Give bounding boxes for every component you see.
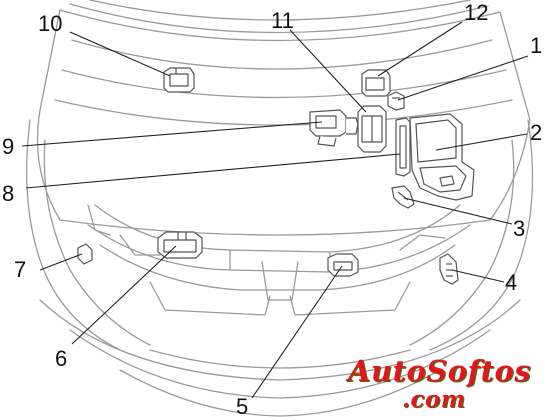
hood-outline	[36, 9, 531, 236]
callout-1: 1	[530, 33, 543, 58]
component-7	[77, 243, 93, 265]
callout-2: 2	[530, 120, 543, 145]
callout-5: 5	[236, 394, 249, 419]
callout-4: 4	[505, 270, 518, 295]
callout-3: 3	[513, 216, 526, 241]
component-4	[439, 253, 459, 285]
leader-line-9	[21, 121, 323, 147]
component-6	[157, 231, 203, 259]
watermark-text-line1: AutoSoftos	[348, 354, 532, 388]
leader-line-12	[377, 21, 463, 77]
right-fender-outline	[429, 119, 534, 351]
leader-line-5	[251, 265, 343, 399]
leader-line-10	[69, 31, 171, 77]
windshield-outline	[89, 0, 471, 21]
component-12	[361, 69, 391, 97]
callout-9: 9	[2, 134, 15, 159]
leader-line-6	[71, 245, 177, 345]
callout-11: 11	[271, 8, 294, 33]
component-9	[309, 109, 359, 147]
watermark-text-line2: .com	[402, 386, 466, 413]
callout-8: 8	[2, 181, 15, 206]
leader-line-1	[397, 55, 529, 101]
leader-line-3	[403, 197, 513, 225]
front-bumper-outline	[39, 299, 521, 381]
callout-7: 7	[14, 257, 27, 282]
callout-6: 6	[55, 346, 68, 371]
front-crossmember	[94, 204, 461, 253]
component-11	[357, 105, 387, 153]
left-fender-outline	[26, 119, 121, 351]
callout-12: 12	[464, 0, 489, 25]
callout-10: 10	[38, 11, 63, 36]
component-8	[395, 117, 411, 177]
leader-line-2	[435, 133, 528, 151]
leader-line-7	[39, 253, 83, 271]
leader-line-8	[25, 153, 401, 189]
component-2-fuse-box	[409, 113, 475, 201]
leader-line-4	[451, 269, 505, 283]
component-3	[391, 185, 415, 209]
component-5	[327, 253, 359, 277]
component-1	[387, 91, 405, 111]
leader-line-11	[289, 29, 367, 113]
component-10	[163, 67, 195, 93]
